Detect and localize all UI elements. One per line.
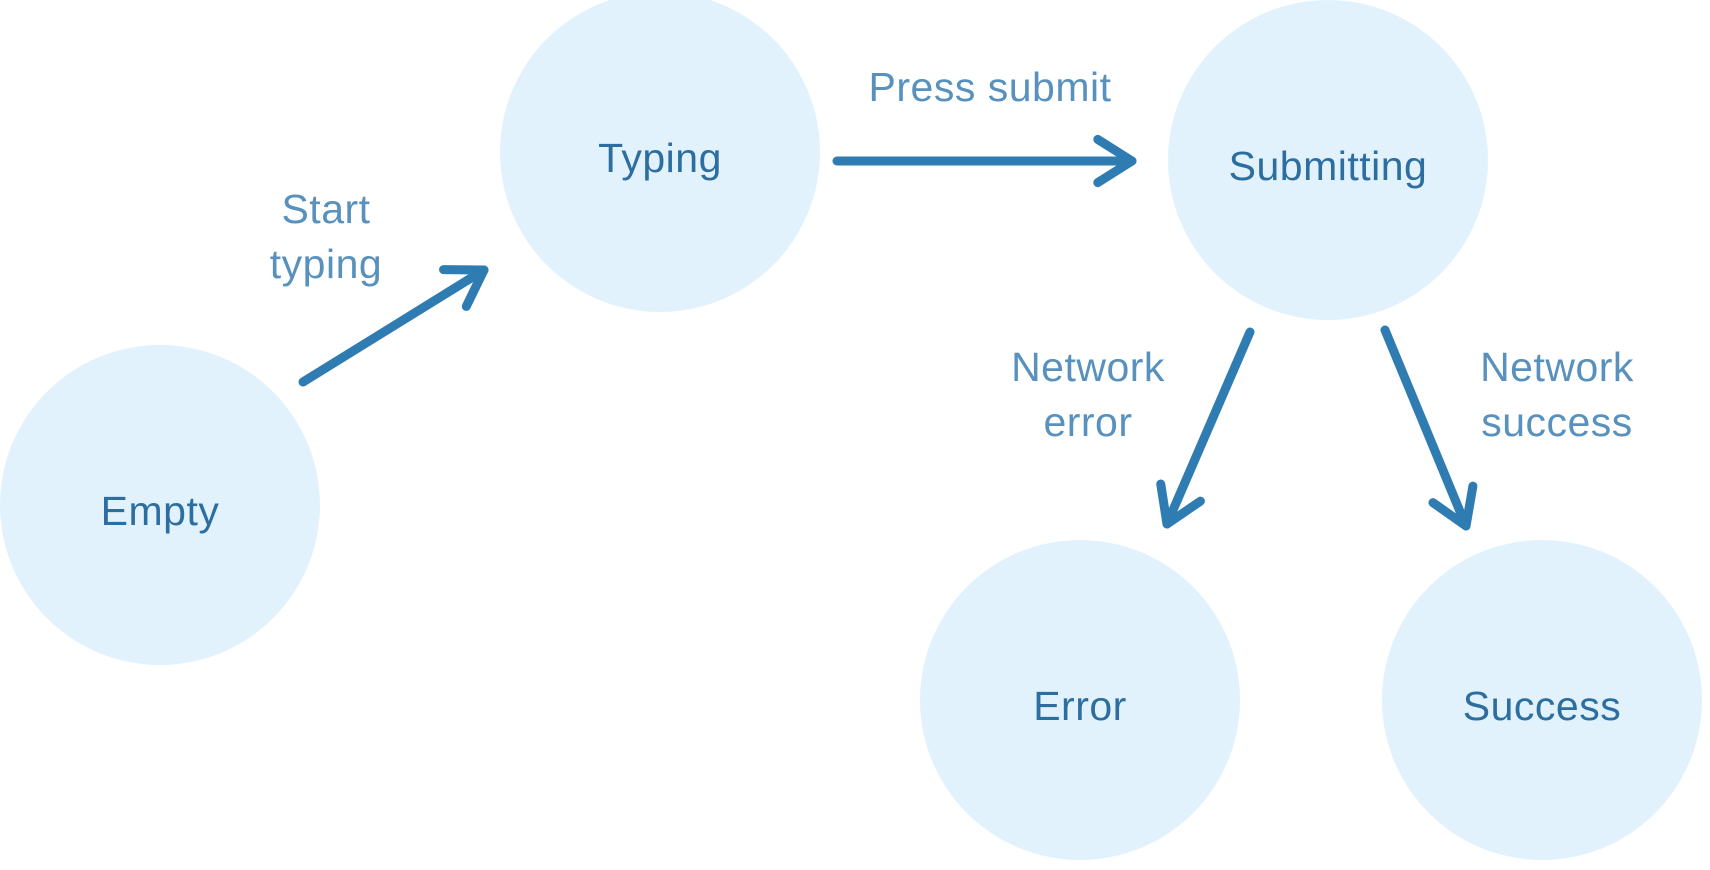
state-label-submitting: Submitting: [1228, 142, 1428, 189]
state-node-typing: Typing: [500, 0, 820, 312]
transition-label-press-submit: Press submit: [868, 64, 1112, 110]
arrow-submitting-to-error: [1156, 327, 1255, 529]
transition-label-start-typing: Start typing: [269, 186, 383, 287]
state-label-error: Error: [1033, 682, 1127, 729]
state-node-empty: Empty: [0, 345, 320, 665]
transition-label-network-error: Network error: [1011, 344, 1165, 445]
state-label-typing: Typing: [598, 134, 722, 181]
state-label-success: Success: [1462, 682, 1622, 729]
transition-label-network-success: Network success: [1480, 344, 1634, 445]
state-node-error: Error: [920, 540, 1240, 860]
state-label-empty: Empty: [100, 487, 220, 534]
arrow-submitting-to-success: [1380, 325, 1478, 531]
state-node-submitting: Submitting: [1168, 0, 1488, 320]
arrow-empty-to-typing: [298, 265, 489, 387]
state-node-success: Success: [1382, 540, 1702, 860]
